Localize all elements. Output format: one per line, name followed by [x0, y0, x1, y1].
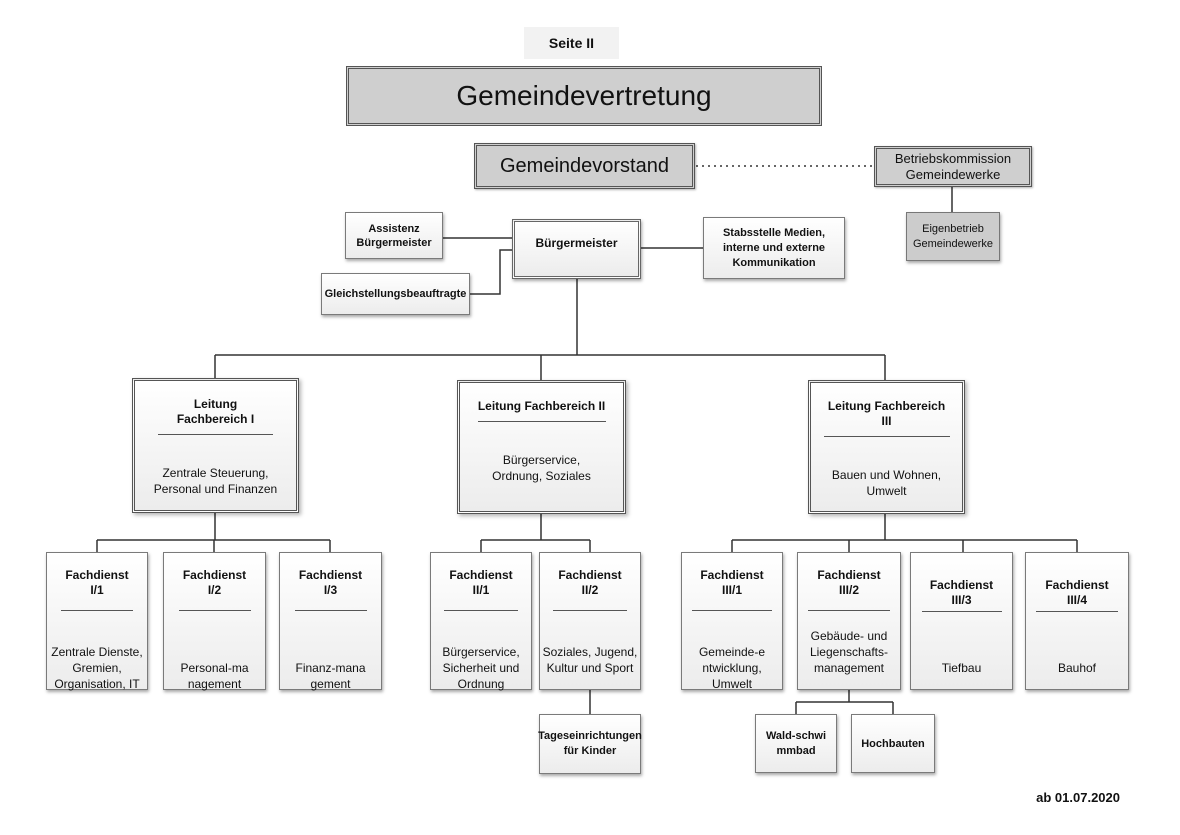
- text-assistenz: Assistenz Bürgermeister: [356, 222, 432, 249]
- fachdienst-ii-2-title: Fachdienst II/2: [553, 568, 627, 611]
- fachbereich-2-body: Bürgerservice, Ordnung, Soziales: [492, 453, 591, 483]
- fachdienst-i-2-body: Personal-management: [180, 661, 249, 691]
- box-buergermeister: Bürgermeister: [512, 219, 641, 279]
- text-stabsstelle: Stabsstelle Medien, interne und externe …: [722, 226, 826, 269]
- fachbereich-2-title: Leitung Fachbereich II: [477, 399, 606, 422]
- box-stabsstelle: Stabsstelle Medien, interne und externe …: [703, 217, 845, 279]
- link-gleichstellung: [470, 249, 512, 295]
- box-gleichstellung: Gleichstellungsbeauftragte: [321, 273, 470, 315]
- fachdienst-i-1-body: Zentrale Dienste, Gremien, Organisation,…: [51, 645, 143, 691]
- fachdienst-iii-3-body: Tiefbau: [941, 661, 982, 675]
- title-gemeindevertretung: Gemeindevertretung: [456, 80, 712, 111]
- box-fachdienst-ii-1: Fachdienst II/1 Bürgerservice, Sicherhei…: [430, 552, 532, 691]
- fachdienst-iii-1-title: Fachdienst III/1: [692, 568, 772, 611]
- box-fachbereich-2: Leitung Fachbereich II Bürgerservice, Or…: [457, 380, 626, 514]
- fachdienst-ii-1-title: Fachdienst II/1: [444, 568, 518, 611]
- box-fachdienst-i-3: Fachdienst I/3 Finanz-management: [279, 552, 382, 691]
- fachdienst-iii-1-body: Gemeinde-entwicklung, Umwelt: [698, 645, 766, 691]
- box-fachdienst-ii-2: Fachdienst II/2 Soziales, Jugend, Kultur…: [539, 552, 641, 690]
- fachdienst-i-3-body: Finanz-management: [295, 661, 366, 691]
- footer-date: ab 01.07.2020: [1036, 790, 1120, 805]
- fachdienst-iii-2-body: Gebäude- und Liegenschafts-management: [809, 629, 889, 675]
- page-label-text: Seite II: [548, 35, 595, 51]
- fachbereich-3-title: Leitung Fachbereich III: [823, 399, 950, 437]
- fachdienst-ii-1-body: Bürgerservice, Sicherheit und Ordnung: [442, 645, 520, 691]
- box-fachdienst-iii-4: Fachdienst III/4 Bauhof: [1025, 552, 1129, 690]
- fachdienst-i-1-title: Fachdienst I/1: [61, 568, 133, 611]
- box-fachdienst-iii-2: Fachdienst III/2 Gebäude- und Liegenscha…: [797, 552, 901, 690]
- fachdienst-iii-3-title: Fachdienst III/3: [921, 578, 1002, 612]
- fachbereich-3-body: Bauen und Wohnen, Umwelt: [831, 468, 942, 498]
- fachdienst-i-2-title: Fachdienst I/2: [178, 568, 251, 611]
- box-fachbereich-3: Leitung Fachbereich III Bauen und Wohnen…: [808, 380, 965, 514]
- box-betriebskommission: Betriebskommission Gemeindewerke: [874, 146, 1032, 187]
- text-gleichstellung: Gleichstellungsbeauftragte: [324, 288, 467, 300]
- box-fachbereich-1: Leitung Fachbereich I Zentrale Steuerung…: [132, 378, 299, 513]
- box-assistenz: Assistenz Bürgermeister: [345, 212, 443, 259]
- box-tageseinrichtungen: Tageseinrichtungen für Kinder: [538, 714, 642, 774]
- fachdienst-iii-2-title: Fachdienst III/2: [808, 568, 890, 611]
- box-fachdienst-iii-1: Fachdienst III/1 Gemeinde-entwicklung, U…: [681, 552, 783, 691]
- fachdienst-i-3-title: Fachdienst I/3: [294, 568, 367, 611]
- text-hochbauten: Hochbauten: [861, 737, 925, 750]
- box-fachdienst-i-2: Fachdienst I/2 Personal-management: [163, 552, 266, 691]
- box-waldschwimmbad: Wald-schwimmbad: [755, 714, 837, 773]
- fachdienst-ii-2-body: Soziales, Jugend, Kultur und Sport: [542, 645, 638, 675]
- text-waldschwimmbad: Wald-schwimmbad: [765, 729, 827, 757]
- box-gemeindevorstand: Gemeindevorstand: [474, 143, 695, 189]
- fachdienst-iii-4-title: Fachdienst III/4: [1036, 578, 1118, 612]
- text-gemeindevorstand: Gemeindevorstand: [500, 154, 669, 177]
- box-gemeindevertretung: Gemeindevertretung: [346, 66, 822, 126]
- box-hochbauten: Hochbauten: [851, 714, 935, 773]
- fachbereich-1-body: Zentrale Steuerung, Personal und Finanze…: [153, 466, 278, 496]
- box-eigenbetrieb: Eigenbetrieb Gemeindewerke: [906, 212, 1000, 261]
- text-buergermeister: Bürgermeister: [535, 236, 618, 250]
- box-fachdienst-iii-3: Fachdienst III/3 Tiefbau: [910, 552, 1013, 690]
- text-eigenbetrieb: Eigenbetrieb Gemeindewerke: [912, 222, 994, 250]
- page-label: Seite II: [524, 27, 619, 59]
- text-betriebskommission: Betriebskommission Gemeindewerke: [894, 150, 1012, 182]
- text-tageseinrichtungen: Tageseinrichtungen für Kinder: [538, 730, 642, 757]
- fachdienst-iii-4-body: Bauhof: [1057, 661, 1097, 675]
- box-fachdienst-i-1: Fachdienst I/1 Zentrale Dienste, Gremien…: [46, 552, 148, 691]
- fachbereich-1-title: Leitung Fachbereich I: [158, 397, 273, 435]
